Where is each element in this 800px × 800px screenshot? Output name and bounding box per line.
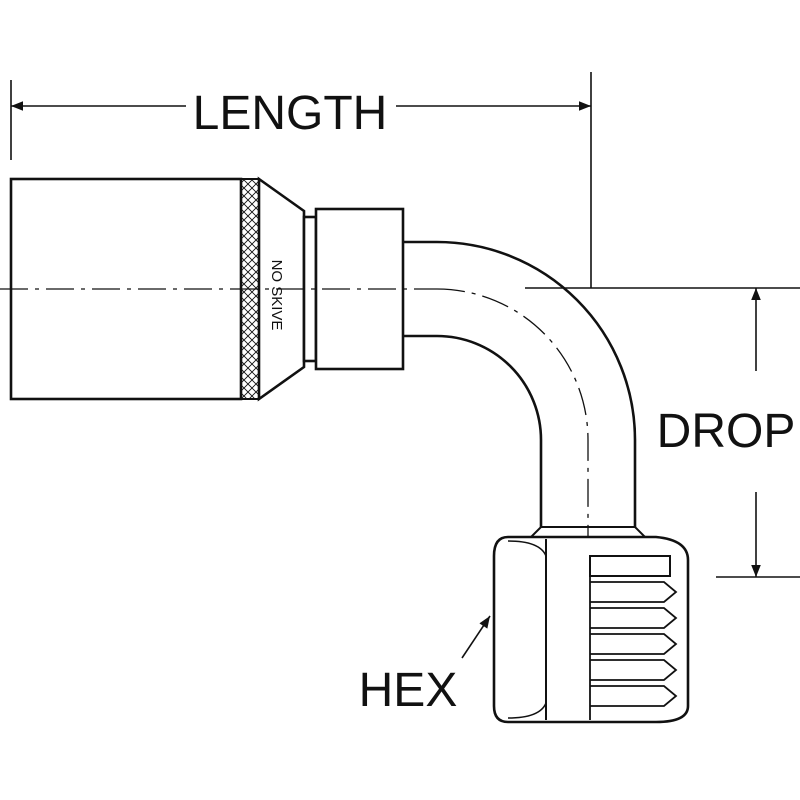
hex-leader-arrow xyxy=(461,615,491,659)
hex-nut xyxy=(492,535,690,724)
extension-lines xyxy=(10,72,800,578)
drop-label: DROP xyxy=(657,405,796,458)
centerline xyxy=(0,288,589,540)
length-label: LENGTH xyxy=(193,87,388,140)
elbow-inner-wall xyxy=(403,334,543,527)
nut-threads xyxy=(589,576,678,720)
hex-label: HEX xyxy=(359,664,458,717)
elbow-outer-wall xyxy=(403,240,637,527)
no-skive-label: NO SKIVE xyxy=(268,260,285,331)
